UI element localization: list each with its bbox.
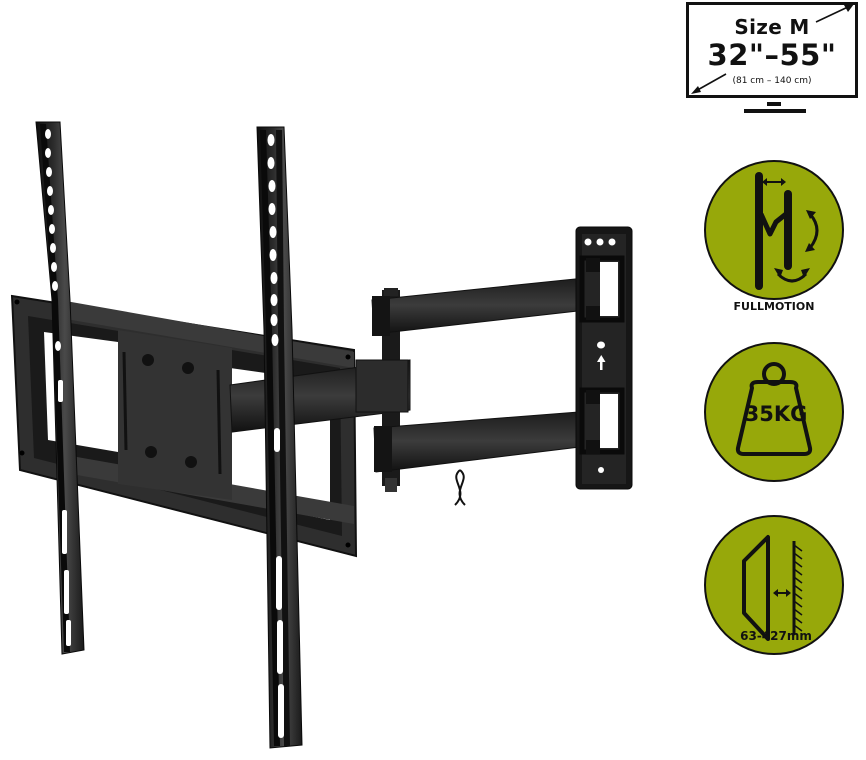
wall-distance-icon: 63-427mm xyxy=(704,515,844,655)
tv-stand-neck xyxy=(767,102,781,106)
articulating-arms xyxy=(355,275,605,506)
fullmotion-label: FULLMOTION xyxy=(733,300,815,313)
max-load-value: 35KG xyxy=(744,402,808,426)
tv-screen-outline: Size M 32"–55" (81 cm – 140 cm) xyxy=(686,2,858,98)
feature-fullmotion: FULLMOTION xyxy=(700,158,866,328)
right-vertical-rail xyxy=(256,126,303,749)
weight-icon: 35KG xyxy=(704,342,844,482)
left-vertical-rail xyxy=(35,121,85,655)
inch-range: 32"–55" xyxy=(707,38,837,72)
wall-distance-value: 63-427mm xyxy=(740,629,812,643)
size-label: Size M xyxy=(734,15,810,39)
fullmotion-icon xyxy=(704,160,844,300)
diagonal-arrows-icon xyxy=(691,4,854,94)
tv-stand-base xyxy=(744,109,806,113)
feature-wall-distance: 63-427mm xyxy=(700,515,866,659)
wall-plate xyxy=(575,226,633,490)
tv-size-badge: Size M 32"–55" (81 cm – 140 cm) xyxy=(684,0,866,120)
cm-range: (81 cm – 140 cm) xyxy=(732,76,812,86)
feature-max-load: 35KG xyxy=(700,342,866,486)
tv-wall-mount-image xyxy=(10,121,633,749)
